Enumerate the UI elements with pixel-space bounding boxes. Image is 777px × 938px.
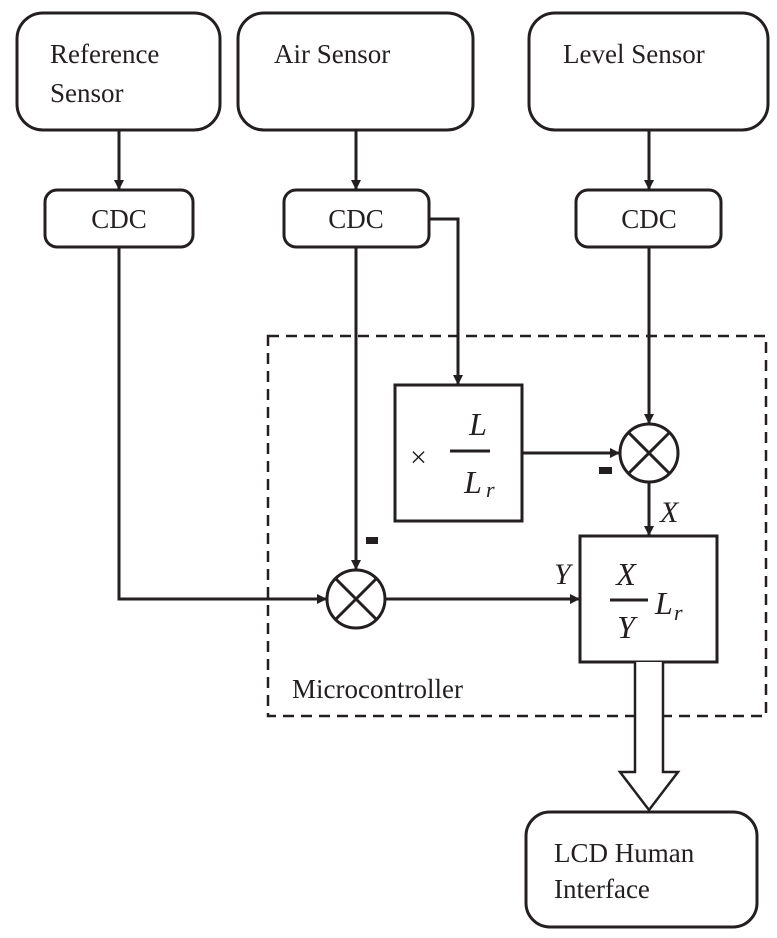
ratio-factor-subscript: r (674, 600, 683, 625)
lcd-interface-block: LCD Human Interface (524, 810, 759, 929)
microcontroller-boundary (266, 334, 768, 718)
scale-numerator: L (468, 406, 487, 442)
reference-sensor-block: Reference Sensor (15, 11, 222, 132)
signal-y-label: Y (554, 558, 574, 591)
cdc-level-block: CDC (574, 188, 723, 249)
level-sensor-label: Level Sensor (563, 39, 705, 69)
signal-x-label: X (659, 496, 680, 529)
ratio-denominator: Y (617, 609, 638, 645)
scale-operator: × (410, 441, 427, 474)
subtractor-bottom-icon (325, 568, 387, 630)
cdc-level-label: CDC (621, 204, 677, 234)
minus-sign-bottom (366, 537, 378, 544)
subtractor-top-icon (618, 422, 680, 484)
reference-sensor-label-line1: Reference (50, 39, 159, 69)
reference-sensor-label-line2: Sensor (50, 78, 124, 108)
level-sensor-block: Level Sensor (527, 11, 770, 132)
ratio-block: X Y L r (578, 534, 719, 664)
microcontroller-label: Microcontroller (292, 674, 463, 704)
scale-block: × L L r (393, 383, 524, 523)
lcd-label-line1: LCD Human (554, 838, 695, 868)
cdc-reference-label: CDC (91, 204, 147, 234)
cdc-air-block: CDC (282, 188, 431, 249)
lcd-label-line2: Interface (554, 874, 650, 904)
ratio-numerator: X (614, 556, 637, 592)
wire-reference-to-subtractor (117, 247, 327, 604)
wire-air-to-scale-block (429, 217, 463, 385)
ratio-factor: L (654, 585, 673, 621)
air-sensor-block: Air Sensor (236, 11, 475, 132)
air-sensor-label: Air Sensor (274, 39, 390, 69)
scale-denominator-subscript: r (486, 477, 495, 502)
bus-arrow-to-lcd (617, 662, 681, 813)
minus-sign-top (599, 467, 612, 474)
scale-denominator: L (463, 464, 482, 500)
cdc-air-label: CDC (328, 204, 384, 234)
cdc-reference-block: CDC (43, 188, 195, 249)
